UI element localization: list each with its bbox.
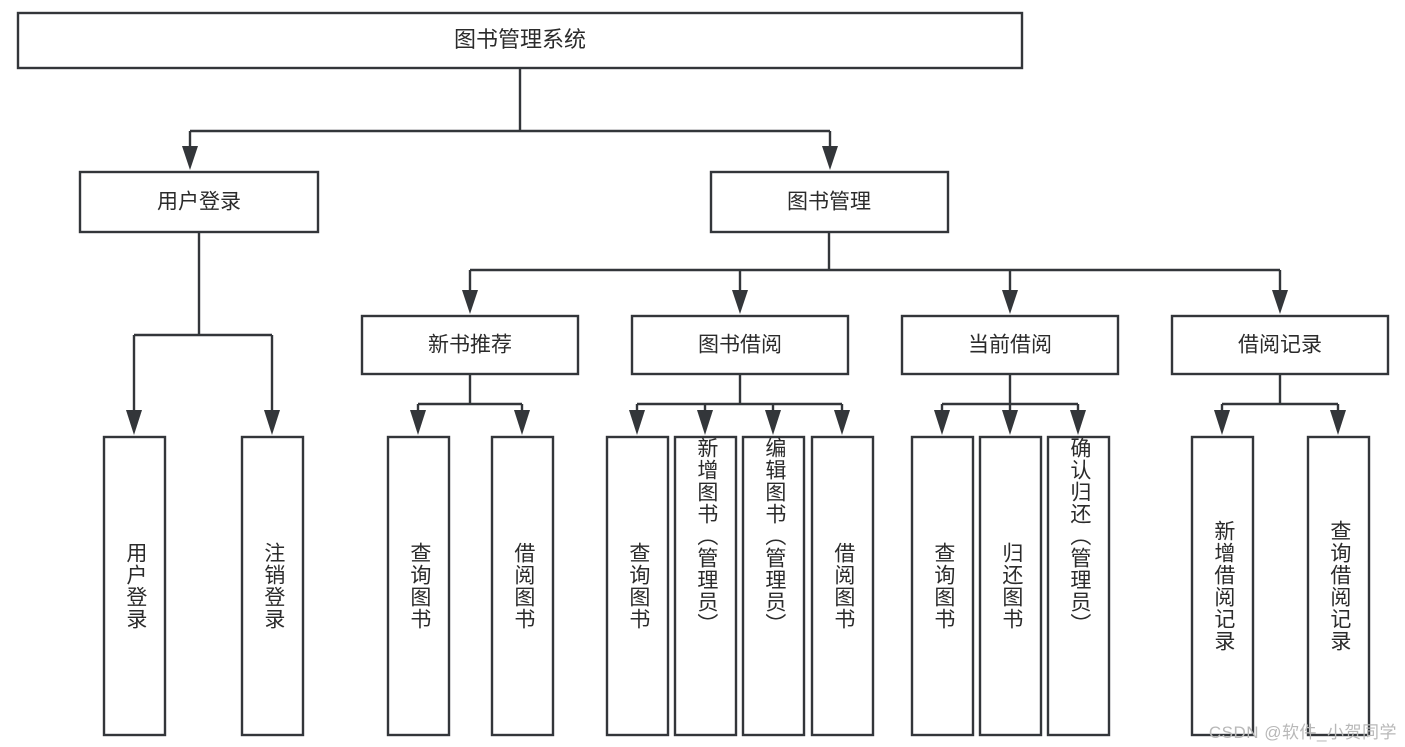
arrowhead-l3-3 — [1002, 290, 1018, 314]
leaf-box-currentborrow-3[interactable] — [1046, 435, 1111, 737]
leaf-box-bookborrow-2[interactable] — [673, 435, 738, 737]
watermark: CSDN @软件_小贺同学 — [1208, 723, 1397, 742]
arrowhead-user-login — [182, 146, 198, 170]
node-borrow-record[interactable]: 借阅记录 — [1170, 314, 1390, 376]
arrowhead-l3-1 — [462, 290, 478, 314]
leaf-box-user-login-2[interactable] — [240, 435, 305, 737]
arrowhead-leaf-c1 — [934, 410, 950, 435]
leaf-box-currentborrow-1[interactable] — [910, 435, 975, 737]
arrowhead-leaf-u2 — [264, 410, 280, 435]
leaf-box-group — [102, 435, 1371, 737]
arrowhead-leaf-b4 — [834, 410, 850, 435]
node-borrow-record-box[interactable] — [1170, 314, 1390, 376]
arrowhead-leaf-b2 — [697, 410, 713, 435]
node-current-borrow-box[interactable] — [900, 314, 1120, 376]
leaf-box-borrowrecord-1[interactable] — [1190, 435, 1255, 737]
node-new-book-recommend-label: 新书推荐 — [428, 334, 512, 357]
node-book-borrow[interactable]: 图书借阅 — [630, 314, 850, 376]
arrowhead-leaf-c2 — [1002, 410, 1018, 435]
arrowhead-leaf-b1 — [629, 410, 645, 435]
node-book-borrow-box[interactable] — [630, 314, 850, 376]
leaf-box-bookborrow-1[interactable] — [605, 435, 670, 737]
leaf-box-borrowrecord-2[interactable] — [1306, 435, 1371, 737]
arrowhead-leaf-u1 — [126, 410, 142, 435]
node-user-login-box[interactable] — [78, 170, 320, 234]
node-root-label: 图书管理系统 — [454, 27, 586, 52]
node-book-borrow-label: 图书借阅 — [698, 334, 782, 357]
arrowhead-leaf-n2 — [514, 410, 530, 435]
leaf-box-newbook-2[interactable] — [490, 435, 555, 737]
node-user-login[interactable]: 用户登录 — [78, 170, 320, 234]
arrowhead-leaf-r1 — [1214, 410, 1230, 435]
node-book-manage-label: 图书管理 — [787, 191, 871, 214]
node-current-borrow[interactable]: 当前借阅 — [900, 314, 1120, 376]
leaf-box-user-login-1[interactable] — [102, 435, 167, 737]
arrowhead-l3-4 — [1272, 290, 1288, 314]
node-new-book-recommend[interactable]: 新书推荐 — [360, 314, 580, 376]
leaf-box-bookborrow-3[interactable] — [741, 435, 806, 737]
arrowhead-leaf-c3 — [1070, 410, 1086, 435]
node-root[interactable]: 图书管理系统 — [16, 11, 1024, 70]
connector-group — [126, 68, 1346, 435]
node-new-book-recommend-box[interactable] — [360, 314, 580, 376]
arrowhead-leaf-b3 — [765, 410, 781, 435]
node-current-borrow-label: 当前借阅 — [968, 334, 1052, 357]
node-root-box[interactable] — [16, 11, 1024, 70]
arrowhead-l3-2 — [732, 290, 748, 314]
node-borrow-record-label: 借阅记录 — [1238, 334, 1322, 357]
leaf-box-bookborrow-4[interactable] — [810, 435, 875, 737]
leaf-box-newbook-1[interactable] — [386, 435, 451, 737]
node-book-manage-box[interactable] — [709, 170, 950, 234]
arrowhead-leaf-n1 — [410, 410, 426, 435]
arrowhead-leaf-r2 — [1330, 410, 1346, 435]
node-user-login-label: 用户登录 — [157, 191, 241, 214]
node-book-manage[interactable]: 图书管理 — [709, 170, 950, 234]
arrowhead-book-manage — [822, 146, 838, 170]
leaf-box-currentborrow-2[interactable] — [978, 435, 1043, 737]
